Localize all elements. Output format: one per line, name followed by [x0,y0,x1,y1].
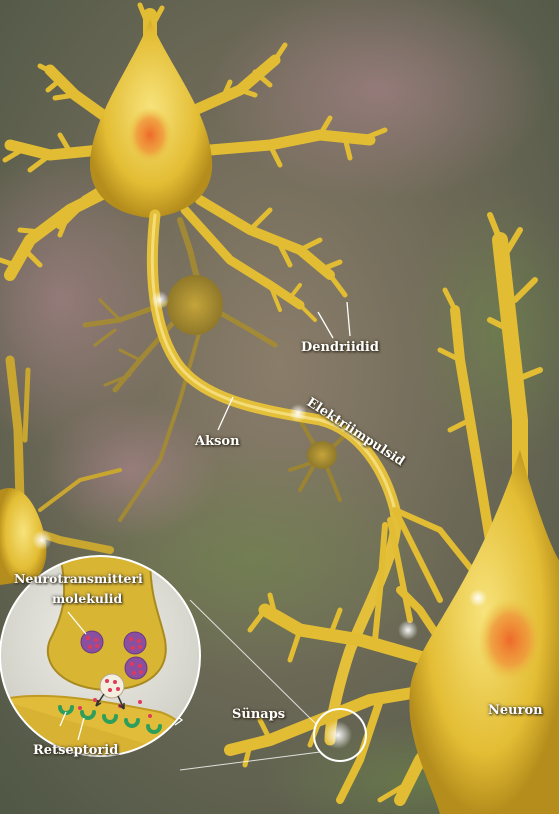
neurotransmitter-label-line1: Neurotransmitteri [14,571,143,586]
neuron-label: Neuron [488,703,543,718]
synapse-label: Sünaps [232,707,285,722]
top-neuron-nucleus [128,107,172,163]
axon-label: Akson [195,434,240,449]
background-neuron-soma [167,275,223,335]
right-neuron-nucleus [478,598,542,682]
receptors-label: Retseptorid [33,743,118,758]
dendrites-label: Dendriidid [301,340,379,355]
neurotransmitter-label-line2: molekulid [52,591,122,606]
